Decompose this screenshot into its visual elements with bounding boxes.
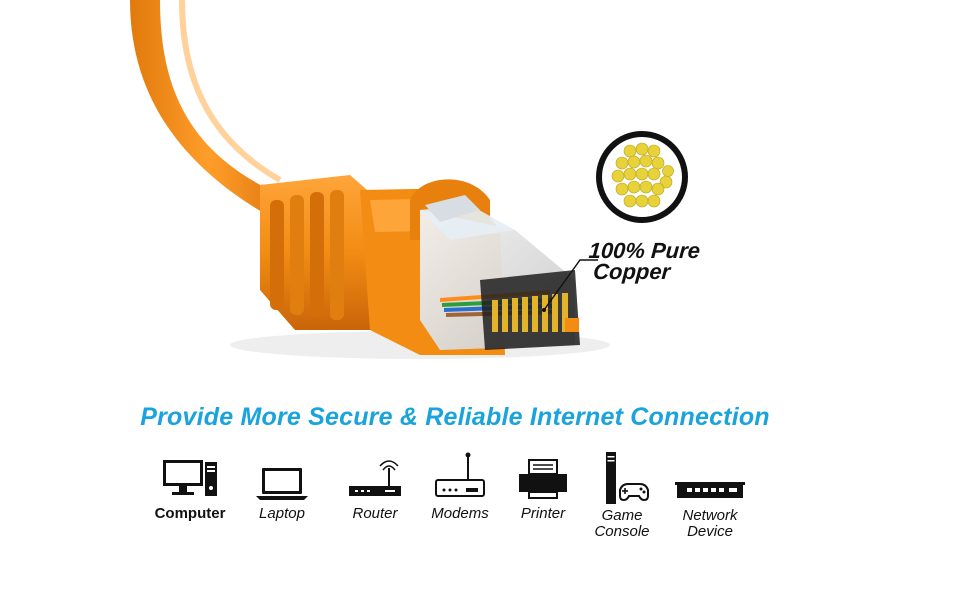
device-modem: Modems — [415, 450, 505, 522]
ethernet-cable-image — [130, 0, 610, 359]
copper-callout: 100% Pure Copper — [587, 238, 701, 284]
device-label: Laptop — [259, 505, 305, 522]
device-computer: Computer — [145, 450, 235, 522]
copper-strands-icon — [596, 131, 688, 223]
device-label: Computer — [154, 505, 226, 522]
device-label-line-2: Console — [594, 523, 650, 540]
device-list: Computer Laptop Router — [140, 450, 760, 570]
device-label: Modems — [431, 505, 489, 522]
network-device-icon — [675, 482, 745, 498]
callout-line-2: Copper — [592, 259, 672, 284]
device-label-line-1: Game — [601, 507, 643, 524]
device-router: Router — [330, 450, 420, 522]
device-printer: Printer — [498, 450, 588, 522]
laptop-icon — [256, 468, 308, 500]
device-network: Network Device — [665, 450, 755, 540]
router-icon — [349, 460, 401, 496]
headline: Provide More Secure & Reliable Internet … — [140, 403, 770, 431]
callout-line-1: 100% Pure — [587, 238, 701, 263]
game-console-icon — [606, 452, 649, 504]
device-label-line-2: Device — [687, 523, 733, 540]
modem-icon — [435, 452, 485, 497]
device-label: Router — [352, 505, 398, 522]
device-label: Printer — [520, 505, 566, 522]
device-game-console: Game Console — [577, 450, 667, 540]
callout-leader-line — [542, 259, 598, 312]
device-laptop: Laptop — [237, 450, 327, 522]
computer-icon — [163, 460, 217, 496]
printer-icon — [519, 459, 567, 499]
device-label-line-1: Network — [682, 507, 738, 524]
